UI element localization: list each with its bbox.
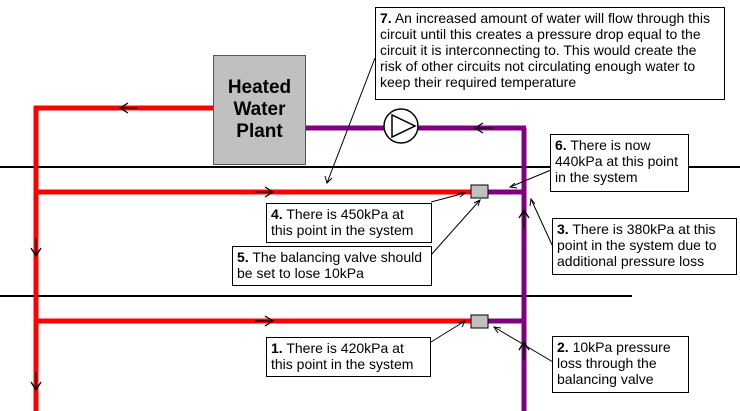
note-5-text: The balancing valve should be set to los… <box>237 249 422 281</box>
note-4: 4. There is 450kPa at this point in the … <box>266 203 432 243</box>
note-5: 5. The balancing valve should be set to … <box>232 246 432 286</box>
arrowhead-icon <box>473 199 481 207</box>
note-2-number: 2. <box>557 339 569 355</box>
note-5-number: 5. <box>237 249 249 265</box>
balancing-valve-lower <box>470 314 489 329</box>
note-6-number: 6. <box>555 137 567 153</box>
note-3-number: 3. <box>557 221 569 237</box>
leader-line-note-3 <box>530 198 554 248</box>
note-1-text: There is 420kPa at this point in the sys… <box>271 340 414 372</box>
arrowhead-icon <box>458 192 467 198</box>
leader-line-note-6 <box>509 169 552 188</box>
note-2: 2. 10kPa pressure loss through the balan… <box>552 336 689 393</box>
flow-arrow-right-icon <box>255 315 275 327</box>
arrowhead-icon <box>324 175 333 184</box>
leader-line-note-2 <box>493 326 554 363</box>
note-4-text: There is 450kPa at this point in the sys… <box>271 206 414 238</box>
flow-arrow-left-icon <box>473 122 493 134</box>
flow-arrow-down-icon <box>30 238 42 258</box>
leader-line-note-4 <box>430 192 466 203</box>
flow-arrow-down-icon <box>30 372 42 392</box>
flow-arrow-left-icon <box>118 102 138 114</box>
note-1-number: 1. <box>271 340 283 356</box>
flow-arrow-up-icon <box>518 208 530 228</box>
note-7-number: 7. <box>380 10 392 26</box>
note-3: 3. There is 380kPa at this point in the … <box>552 218 737 275</box>
arrowhead-icon <box>492 326 502 334</box>
arrowhead-icon <box>508 182 518 189</box>
note-6: 6. There is now 440kPa at this point in … <box>550 134 689 192</box>
pump-icon <box>383 108 419 144</box>
plant-label-line-2: Water <box>233 99 286 120</box>
note-1: 1. There is 420kPa at this point in the … <box>266 337 431 377</box>
note-2-text: 10kPa pressure loss through the balancin… <box>557 339 671 387</box>
leader-line-note-7 <box>326 57 376 184</box>
leader-line-note-1 <box>430 320 466 343</box>
arrowhead-icon <box>529 197 536 207</box>
balancing-valve-upper <box>470 184 489 199</box>
note-6-text: There is now 440kPa at this point in the… <box>555 137 678 185</box>
leader-line-note-5 <box>430 199 481 256</box>
note-3-text: There is 380kPa at this point in the sys… <box>557 221 717 269</box>
flow-arrow-right-icon <box>255 186 275 198</box>
note-4-number: 4. <box>271 206 283 222</box>
note-7-text: An increased amount of water will flow t… <box>380 10 710 90</box>
note-7: 7. An increased amount of water will flo… <box>375 7 725 100</box>
heated-water-plant: Heated Water Plant <box>213 55 306 165</box>
arrowhead-icon <box>457 320 466 328</box>
plant-label-line-1: Heated <box>227 77 292 98</box>
plant-label-line-3: Plant <box>236 121 283 142</box>
